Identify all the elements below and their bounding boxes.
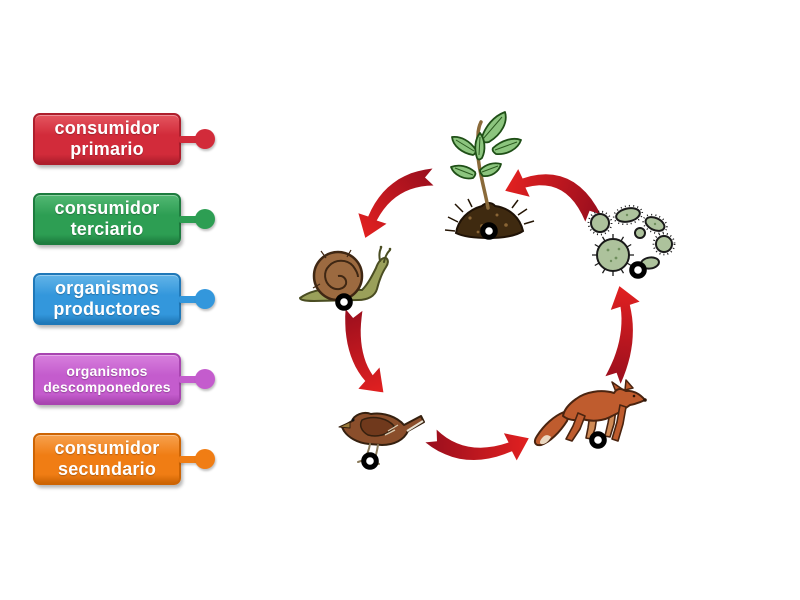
label-line: consumidor (54, 118, 160, 139)
label-line: descomponedores (43, 379, 171, 395)
label-connector-pin[interactable] (195, 369, 215, 389)
label-line: consumidor (54, 198, 160, 219)
cycle-arrow-decomposers-to-plant (505, 169, 601, 222)
label-consumidor-primario[interactable]: consumidor primario (33, 113, 181, 165)
label-connector-pin[interactable] (195, 129, 215, 149)
label-connector-stem (179, 376, 198, 383)
label-connector-stem (179, 136, 198, 143)
plant-seedling-illustration (444, 111, 535, 240)
cycle-arrow-fox-to-decomposers (605, 286, 640, 384)
label-consumidor-secundario[interactable]: consumidor secundario (33, 433, 181, 485)
label-connector-pin[interactable] (195, 289, 215, 309)
label-connector-stem (179, 456, 198, 463)
fox-illustration (533, 379, 647, 447)
label-organismos-productores[interactable]: organismos productores (33, 273, 181, 325)
cycle-arrow-plant-to-snail (358, 168, 434, 238)
label-line: organismos (54, 278, 160, 299)
drop-targets (335, 222, 647, 470)
label-organismos-descomponedores[interactable]: organismos descomponedores (33, 353, 181, 405)
cycle-arrow-bird-to-fox (425, 429, 529, 461)
label-line: consumidor (54, 438, 160, 459)
drop-target-decomposers[interactable] (629, 261, 647, 279)
drop-target-bird[interactable] (361, 452, 379, 470)
label-line: terciario (70, 219, 144, 239)
cycle-arrows (345, 168, 640, 461)
label-line: productores (53, 299, 161, 319)
label-connector-stem (179, 296, 198, 303)
bird-illustration (338, 411, 425, 465)
label-connector-pin[interactable] (195, 209, 215, 229)
label-line: secundario (57, 459, 157, 479)
drop-target-snail[interactable] (335, 293, 353, 311)
label-consumidor-terciario[interactable]: consumidor terciario (33, 193, 181, 245)
drop-target-fox[interactable] (589, 431, 607, 449)
cycle-arrow-snail-to-bird (345, 309, 384, 393)
label-connector-stem (179, 216, 198, 223)
snail-illustration (299, 245, 392, 302)
drop-target-plant[interactable] (480, 222, 498, 240)
label-line: organismos (66, 362, 148, 379)
label-line: primario (70, 139, 144, 159)
label-connector-pin[interactable] (195, 449, 215, 469)
